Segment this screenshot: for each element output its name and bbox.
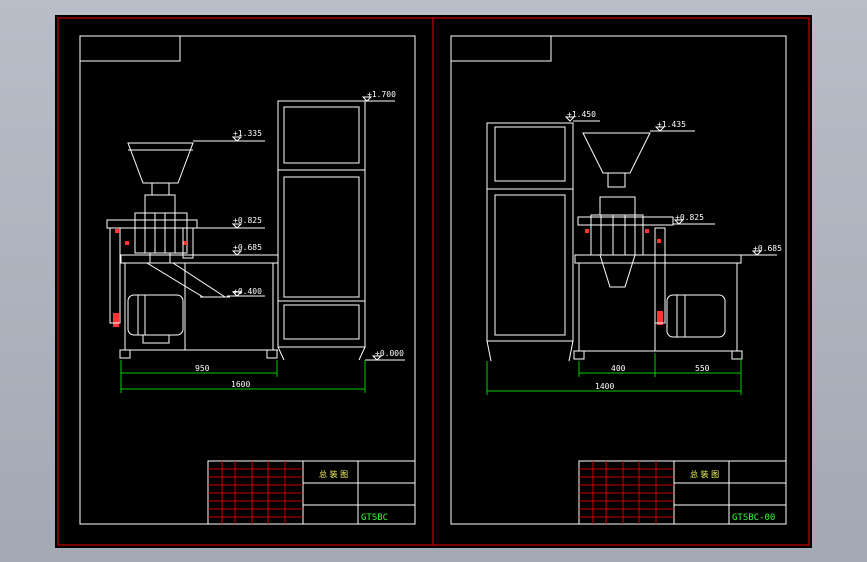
left-hopper bbox=[127, 142, 194, 196]
elev-mark: +1.435 bbox=[650, 120, 695, 132]
left-dimensions bbox=[120, 360, 366, 393]
drawing-svg: +1.700 +1.335 +0.825 bbox=[57, 17, 810, 546]
elevation-label: +1.450 bbox=[567, 110, 596, 119]
dimension-label: 1400 bbox=[595, 382, 614, 391]
left-sheet: +1.700 +1.335 +0.825 bbox=[79, 35, 416, 525]
elev-mark: +0.825 bbox=[673, 213, 715, 225]
elev-mark: +0.685 bbox=[741, 244, 782, 256]
right-drawing-frame bbox=[450, 35, 787, 525]
dimension-label: 400 bbox=[611, 364, 626, 373]
right-corner-tag bbox=[451, 36, 552, 62]
left-elevations: +1.700 +1.335 +0.825 bbox=[193, 90, 405, 361]
left-chute bbox=[145, 262, 230, 298]
left-frame bbox=[109, 227, 279, 351]
right-title-block bbox=[578, 460, 787, 525]
elevation-label: +0.685 bbox=[233, 243, 262, 252]
left-motor bbox=[127, 294, 184, 344]
elev-mark: +0.825 bbox=[197, 216, 265, 229]
left-corner-tag bbox=[80, 36, 181, 62]
right-title-grid bbox=[579, 461, 674, 524]
elev-mark: +1.700 bbox=[361, 90, 396, 102]
left-cabinet bbox=[277, 100, 366, 361]
drawing-canvas[interactable]: +1.700 +1.335 +0.825 bbox=[55, 15, 812, 548]
elev-mark: +1.335 bbox=[193, 129, 265, 142]
elevation-label: +0.825 bbox=[233, 216, 262, 225]
title-block-code: GTSBC-00 bbox=[732, 513, 775, 523]
title-block-title: 总 装 图 bbox=[690, 469, 719, 479]
title-block-title: 总 装 图 bbox=[319, 469, 348, 479]
dimension-label: 1600 bbox=[231, 380, 250, 389]
right-motor bbox=[666, 294, 726, 338]
left-title-grid bbox=[208, 461, 303, 524]
dimension-label: 550 bbox=[695, 364, 710, 373]
elev-mark: +1.450 bbox=[564, 110, 600, 122]
right-bolts bbox=[585, 229, 663, 325]
elevation-label: +1.435 bbox=[657, 120, 686, 129]
elevation-label: +1.335 bbox=[233, 129, 262, 138]
elevation-label: +0.685 bbox=[753, 244, 782, 253]
elevation-label: +0.825 bbox=[675, 213, 704, 222]
elev-mark: +0.400 bbox=[227, 287, 265, 297]
elevation-label: +0.000 bbox=[375, 349, 404, 358]
right-cabinet bbox=[486, 122, 574, 362]
elevation-label: +0.400 bbox=[233, 287, 262, 296]
right-frame bbox=[574, 227, 742, 352]
right-feet bbox=[573, 350, 743, 360]
left-feet bbox=[119, 349, 278, 359]
right-hopper bbox=[582, 132, 651, 188]
right-elevations: +1.450 +1.435 +0.825 bbox=[564, 110, 782, 256]
elev-mark: +0.685 bbox=[225, 243, 265, 256]
left-mill-body bbox=[106, 194, 198, 264]
right-sheet: +1.450 +1.435 +0.825 bbox=[450, 35, 787, 525]
left-bolts bbox=[113, 229, 187, 327]
right-dimensions bbox=[486, 353, 742, 395]
title-block-code: GTSBC bbox=[361, 513, 388, 523]
elev-mark: +0.000 bbox=[365, 349, 405, 361]
elevation-label: +1.700 bbox=[367, 90, 396, 99]
dimension-label: 950 bbox=[195, 364, 210, 373]
